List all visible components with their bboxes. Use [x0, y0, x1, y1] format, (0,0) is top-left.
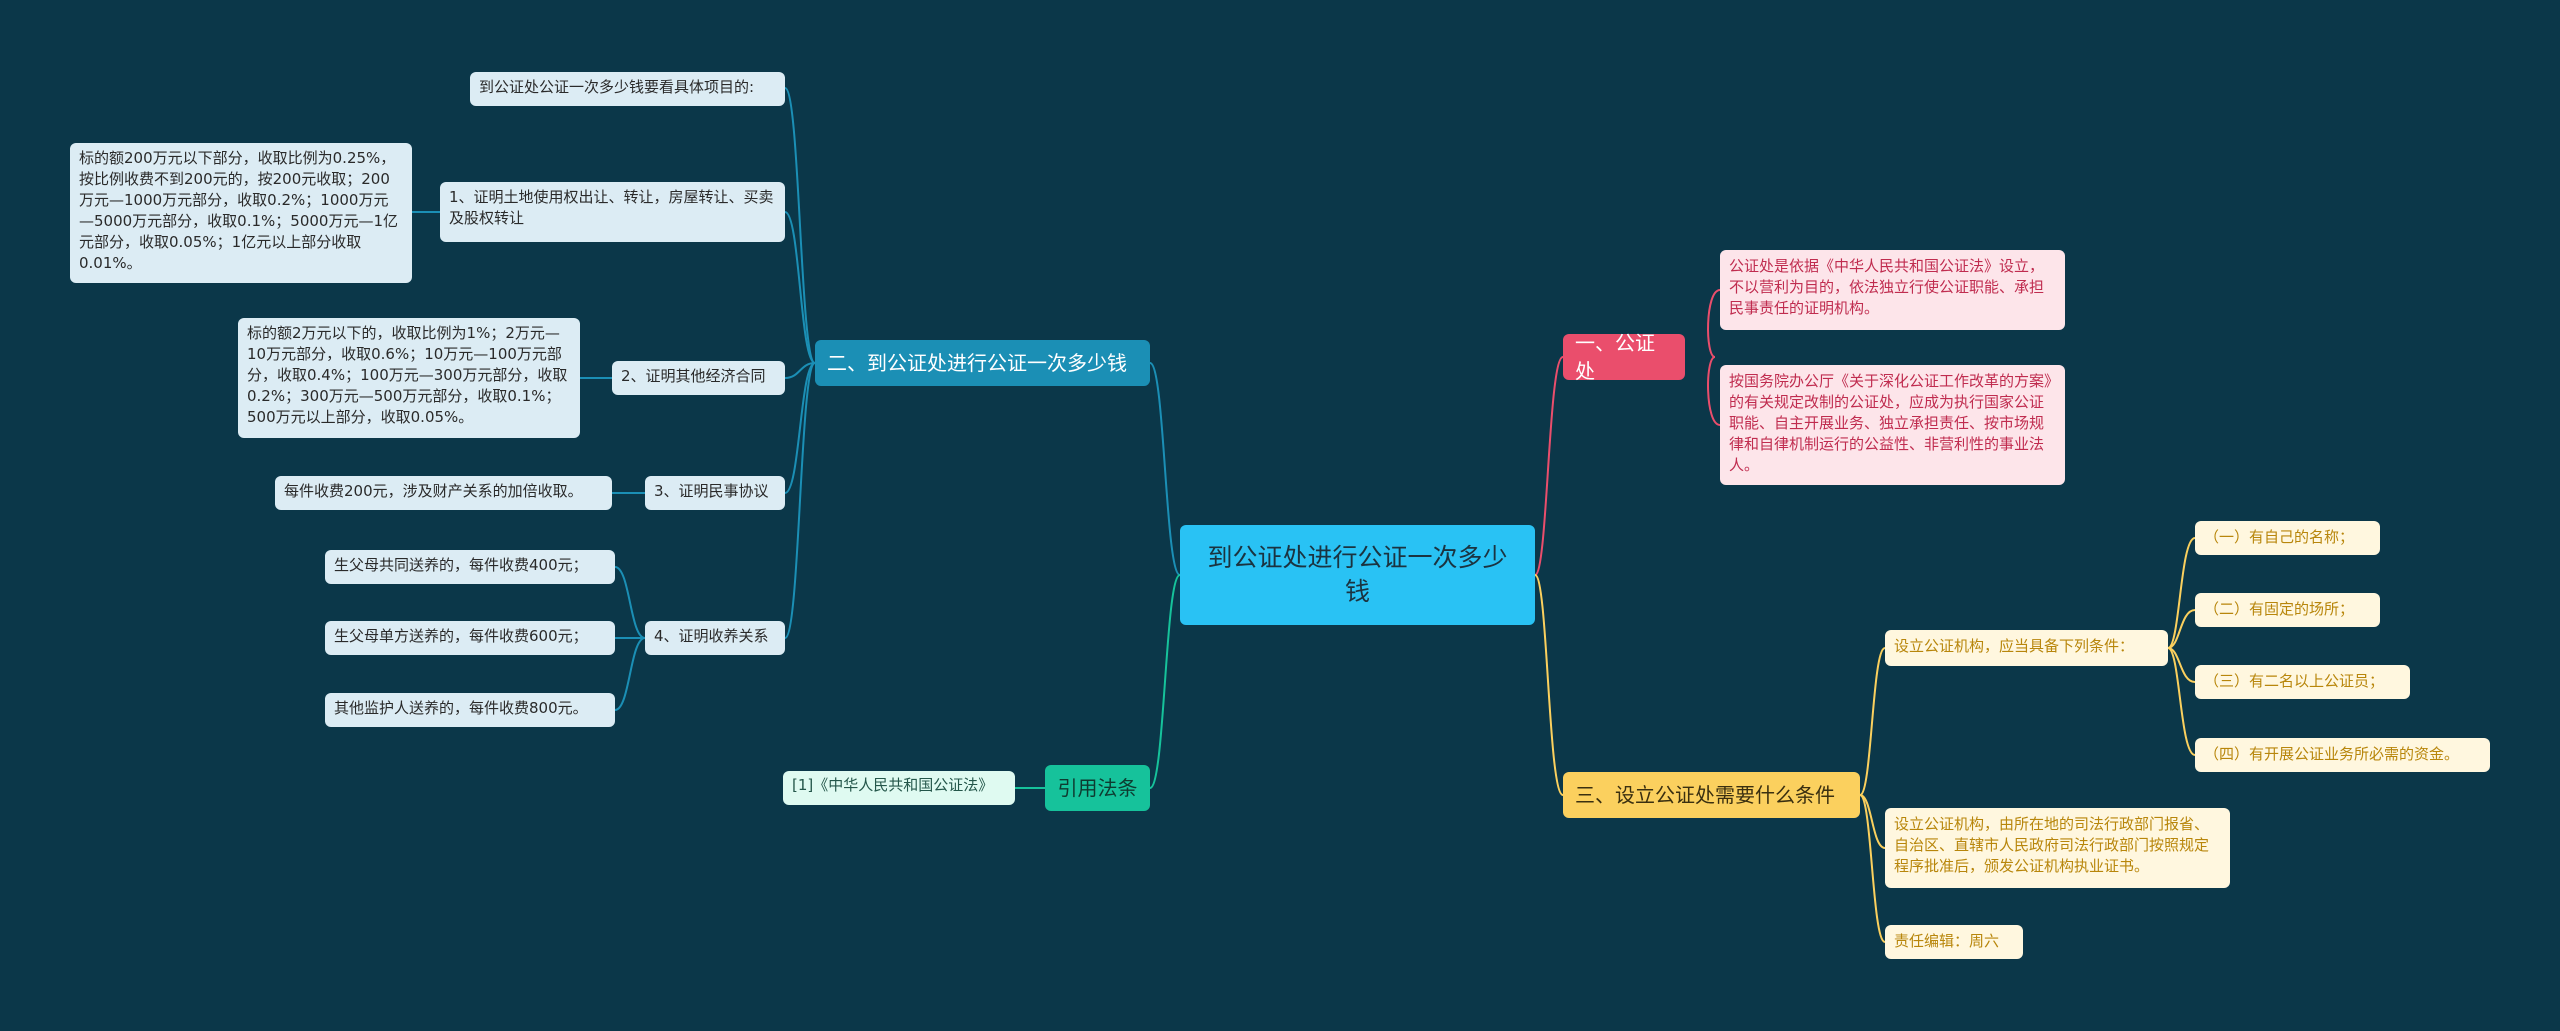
cost-item-1[interactable]: 1、证明土地使用权出让、转让，房屋转让、买卖及股权转让 — [440, 182, 785, 242]
office-item-1-text: 公证处是依据《中华人民共和国公证法》设立，不以营利为目的，依法独立行使公证职能、… — [1729, 257, 2045, 317]
cost-item-2-detail[interactable]: 标的额2万元以下的，收取比例为1%；2万元—10万元部分，收取0.6%；10万元… — [238, 318, 580, 438]
office-item-2-text: 按国务院办公厅《关于深化公证工作改革的方案》的有关规定改制的公证处，应成为执行国… — [1729, 372, 2052, 474]
root-node[interactable]: 到公证处进行公证一次多少钱 — [1180, 525, 1535, 625]
conditions-sub-2[interactable]: （二）有固定的场所； — [2195, 593, 2380, 627]
cost-item-4-label: 4、证明收养关系 — [654, 627, 769, 645]
branch-conditions[interactable]: 三、设立公证处需要什么条件 — [1563, 772, 1860, 818]
conditions-sub-3-text: （三）有二名以上公证员； — [2204, 672, 2385, 690]
conditions-approval-text: 设立公证机构，由所在地的司法行政部门报省、自治区、直辖市人民政府司法行政部门按照… — [1894, 815, 2210, 875]
cost-item-4-detail-2[interactable]: 生父母单方送养的，每件收费600元； — [325, 621, 615, 655]
conditions-intro-text: 设立公证机构，应当具备下列条件： — [1894, 637, 2135, 655]
cost-item-4-detail-3[interactable]: 其他监护人送养的，每件收费800元。 — [325, 693, 615, 727]
cost-item-1-label: 1、证明土地使用权出让、转让，房屋转让、买卖及股权转让 — [449, 188, 774, 227]
conditions-sub-1[interactable]: （一）有自己的名称； — [2195, 521, 2380, 555]
branch-conditions-label: 三、设立公证处需要什么条件 — [1575, 783, 1835, 807]
branch-cost[interactable]: 二、到公证处进行公证一次多少钱 — [815, 340, 1150, 386]
cost-item-3-detail[interactable]: 每件收费200元，涉及财产关系的加倍收取。 — [275, 476, 612, 510]
office-item-1[interactable]: 公证处是依据《中华人民共和国公证法》设立，不以营利为目的，依法独立行使公证职能、… — [1720, 250, 2065, 330]
branch-office[interactable]: 一、公证处 — [1563, 331, 1685, 383]
branch-office-label: 一、公证处 — [1575, 331, 1655, 383]
branch-cost-label: 二、到公证处进行公证一次多少钱 — [827, 351, 1127, 375]
conditions-intro[interactable]: 设立公证机构，应当具备下列条件： — [1885, 630, 2168, 666]
conditions-editor-text: 责任编辑：周六 — [1894, 932, 2000, 950]
cost-item-4-detail-2-text: 生父母单方送养的，每件收费600元； — [334, 627, 588, 645]
conditions-editor[interactable]: 责任编辑：周六 — [1885, 925, 2023, 959]
law-item-1-text: [1]《中华人民共和国公证法》 — [792, 776, 994, 794]
conditions-sub-1-text: （一）有自己的名称； — [2204, 528, 2355, 546]
conditions-sub-2-text: （二）有固定的场所； — [2204, 600, 2355, 618]
cost-intro-text: 到公证处公证一次多少钱要看具体项目的: — [479, 78, 755, 96]
cost-item-4[interactable]: 4、证明收养关系 — [645, 621, 785, 655]
law-item-1[interactable]: [1]《中华人民共和国公证法》 — [783, 771, 1015, 805]
cost-item-2-label: 2、证明其他经济合同 — [621, 367, 766, 385]
cost-item-4-detail-1[interactable]: 生父母共同送养的，每件收费400元； — [325, 550, 615, 584]
cost-item-4-detail-1-text: 生父母共同送养的，每件收费400元； — [334, 556, 588, 574]
branch-law[interactable]: 引用法条 — [1045, 765, 1150, 811]
root-label: 到公证处进行公证一次多少钱 — [1207, 543, 1508, 606]
office-item-2[interactable]: 按国务院办公厅《关于深化公证工作改革的方案》的有关规定改制的公证处，应成为执行国… — [1720, 365, 2065, 485]
cost-item-3[interactable]: 3、证明民事协议 — [645, 476, 785, 510]
cost-item-1-detail-text: 标的额200万元以下部分，收取比例为0.25%，按比例收费不到200元的，按20… — [79, 149, 399, 272]
conditions-approval[interactable]: 设立公证机构，由所在地的司法行政部门报省、自治区、直辖市人民政府司法行政部门按照… — [1885, 808, 2230, 888]
conditions-sub-4[interactable]: （四）有开展公证业务所必需的资金。 — [2195, 738, 2490, 772]
cost-intro[interactable]: 到公证处公证一次多少钱要看具体项目的: — [470, 72, 785, 106]
cost-item-1-detail[interactable]: 标的额200万元以下部分，收取比例为0.25%，按比例收费不到200元的，按20… — [70, 143, 412, 283]
conditions-sub-3[interactable]: （三）有二名以上公证员； — [2195, 665, 2410, 699]
cost-item-2[interactable]: 2、证明其他经济合同 — [612, 361, 785, 395]
cost-item-2-detail-text: 标的额2万元以下的，收取比例为1%；2万元—10万元部分，收取0.6%；10万元… — [247, 324, 568, 426]
cost-item-3-detail-text: 每件收费200元，涉及财产关系的加倍收取。 — [284, 482, 583, 500]
cost-item-4-detail-3-text: 其他监护人送养的，每件收费800元。 — [334, 699, 588, 717]
branch-law-label: 引用法条 — [1057, 776, 1138, 800]
conditions-sub-4-text: （四）有开展公证业务所必需的资金。 — [2204, 745, 2460, 763]
cost-item-3-label: 3、证明民事协议 — [654, 482, 769, 500]
